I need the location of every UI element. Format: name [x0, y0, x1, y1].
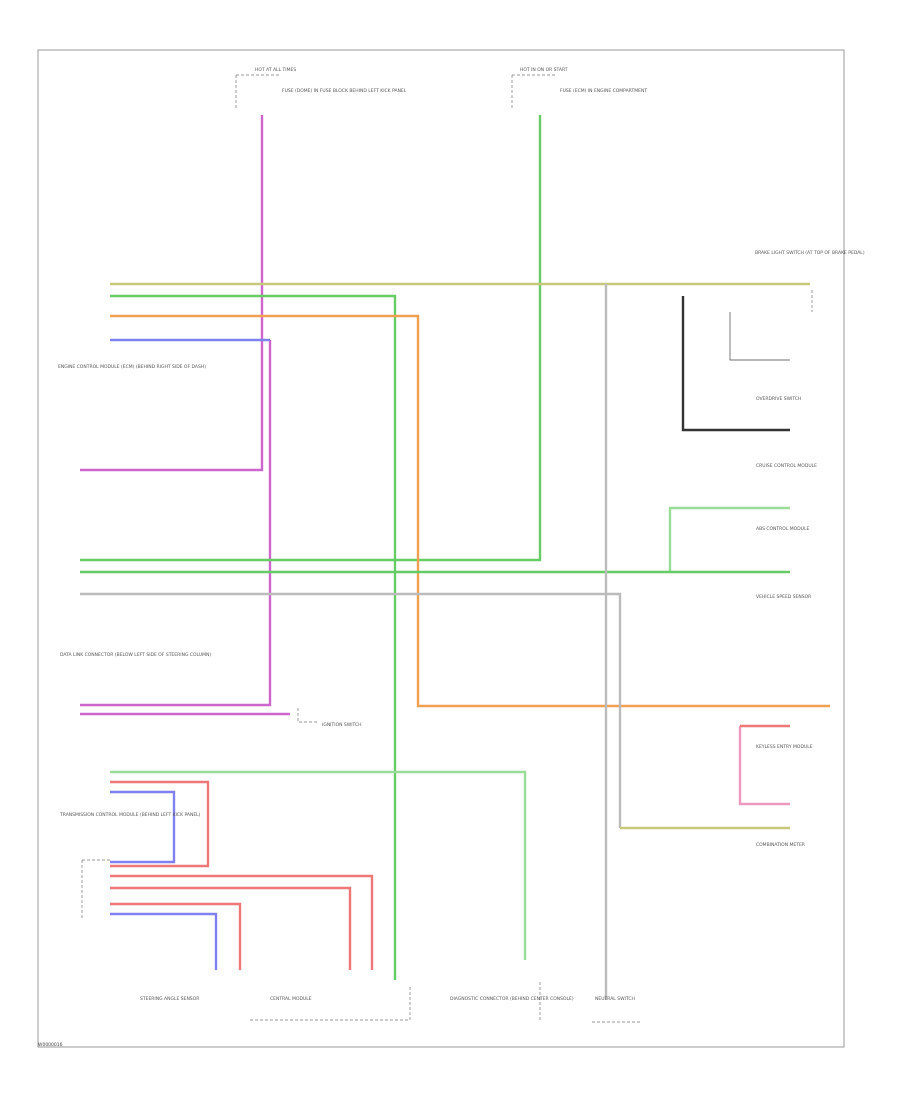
- label-neutral: NEUTRAL SWITCH: [595, 996, 635, 1002]
- wire-lightgreen-abs: [668, 506, 790, 572]
- wire-red-central-2: [110, 886, 352, 970]
- label-dlc: DATA LINK CONNECTOR (BELOW LEFT SIDE OF …: [60, 652, 211, 658]
- wire-green-tcm: [110, 294, 397, 980]
- wire-red-tcm-loop: [110, 780, 210, 868]
- wire-blue-tcm-loop: [110, 790, 176, 864]
- diagram-frame: [37, 49, 845, 1048]
- ignition-switch-box: [297, 708, 318, 723]
- wire-red-central-1: [110, 874, 374, 970]
- wire-blue-steering: [110, 912, 218, 970]
- wire-black-brake: [681, 296, 790, 432]
- fuse-block-left: HOT AT ALL TIMES FUSE (DOME) IN FUSE BLO…: [235, 67, 407, 110]
- fuse-right-title: HOT IN ON OR START: [520, 67, 568, 73]
- label-ignition: IGNITION SWITCH: [322, 722, 362, 728]
- label-diag: DIAGNOSTIC CONNECTOR (BEHIND CENTER CONS…: [450, 996, 574, 1002]
- label-steering: STEERING ANGLE SENSOR: [140, 996, 199, 1002]
- central-module-box: [250, 985, 411, 1021]
- fuse-block-right: HOT IN ON OR START FUSE (ECM) IN ENGINE …: [511, 67, 647, 110]
- label-speed-sensor: VEHICLE SPEED SENSOR: [756, 594, 811, 600]
- wire-gray-horizontal: [80, 592, 622, 828]
- label-tcm: TRANSMISSION CONTROL MODULE (BEHIND LEFT…: [59, 812, 201, 818]
- label-overdrive: OVERDRIVE SWITCH: [756, 396, 801, 402]
- wire-pink-keyless: [738, 726, 790, 806]
- tcm-connector: [81, 859, 110, 920]
- label-meter: COMBINATION METER: [756, 842, 805, 848]
- label-cruise: CRUISE CONTROL MODULE: [756, 463, 817, 469]
- label-abs: ABS CONTROL MODULE: [756, 526, 809, 532]
- fuse-left-title: HOT AT ALL TIMES: [255, 67, 296, 73]
- fuse-left-desc: FUSE (DOME) IN FUSE BLOCK BEHIND LEFT KI…: [282, 88, 407, 94]
- label-ecm: ENGINE CONTROL MODULE (ECM) (BEHIND RIGH…: [58, 364, 206, 370]
- label-central: CENTRAL MODULE: [270, 996, 312, 1002]
- wire-orange: [110, 314, 830, 708]
- wire-violet-main: [80, 115, 264, 472]
- wire-red-steering: [110, 902, 242, 970]
- fuse-right-desc: FUSE (ECM) IN ENGINE COMPARTMENT: [560, 88, 647, 94]
- label-brake-switch: BRAKE LIGHT SWITCH (AT TOP OF BRAKE PEDA…: [755, 250, 865, 256]
- wire-lightgreen-diag: [110, 770, 527, 960]
- wire-brake-switch: [729, 312, 790, 361]
- wire-green-ecm: [80, 115, 542, 562]
- footer-code: W0000016: [38, 1043, 63, 1048]
- wire-violet-dlc: [80, 340, 272, 707]
- label-keyless: KEYLESS ENTRY MODULE: [756, 744, 813, 750]
